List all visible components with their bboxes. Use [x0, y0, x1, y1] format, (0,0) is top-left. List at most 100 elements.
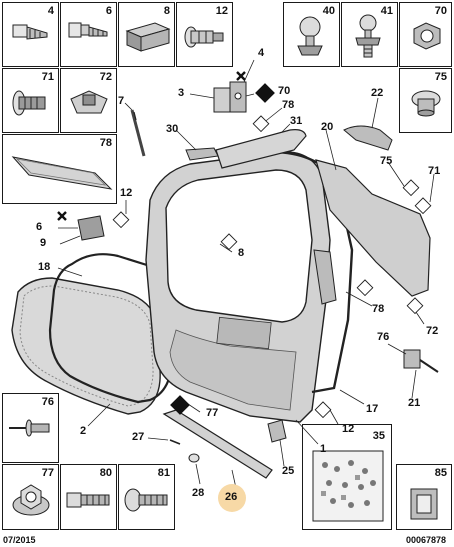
part-number: 76: [41, 396, 54, 408]
black-square-icon: [255, 83, 275, 103]
highlight-26: [218, 484, 246, 512]
callout-31[interactable]: 31: [290, 115, 303, 127]
part-number: 80: [99, 467, 112, 479]
callout-76[interactable]: 76: [377, 331, 390, 343]
callout-71[interactable]: 71: [428, 165, 441, 177]
callout-2[interactable]: 2: [80, 425, 87, 437]
callout-18[interactable]: 18: [38, 261, 51, 273]
part-number: 75: [434, 71, 447, 83]
callout-6[interactable]: 6: [36, 221, 43, 233]
hinge: [213, 81, 247, 113]
callout-9[interactable]: 9: [40, 237, 47, 249]
ball-stud-icon: [297, 16, 323, 56]
part-number: 35: [372, 430, 385, 442]
blind-rivet-icon: [9, 419, 50, 437]
callout-78-right[interactable]: 78: [372, 303, 385, 315]
callout-28[interactable]: 28: [192, 487, 205, 499]
part-box-8[interactable]: 8: [118, 2, 175, 67]
side-trim-panel: [315, 159, 431, 297]
callout-30[interactable]: 30: [166, 123, 179, 135]
bracket: [77, 215, 105, 241]
part-box-4[interactable]: 4: [2, 2, 59, 67]
callout-25[interactable]: 25: [282, 465, 295, 477]
part-number: 72: [99, 71, 112, 83]
black-square-icon: [170, 395, 190, 415]
clip-kit-bag-icon: [312, 450, 384, 522]
screw-icon: [12, 24, 48, 40]
square-pad-icon: [410, 488, 438, 520]
callout-26[interactable]: 26: [225, 491, 238, 503]
part-number: 12: [215, 5, 228, 17]
callout-20[interactable]: 20: [321, 121, 334, 133]
callout-70[interactable]: 70: [278, 85, 291, 97]
part-box-85[interactable]: 85: [396, 464, 452, 530]
part-box-77[interactable]: 77: [2, 464, 59, 530]
ball-stud-icon: [355, 14, 381, 58]
cross-icon: [57, 71, 246, 221]
pad-strip-icon: [11, 156, 113, 190]
part-box-80[interactable]: 80: [60, 464, 117, 530]
callout-4[interactable]: 4: [258, 47, 265, 59]
callout-1[interactable]: 1: [320, 443, 327, 455]
callout-21[interactable]: 21: [408, 397, 421, 409]
part-box-70[interactable]: 70: [399, 2, 452, 67]
callout-22[interactable]: 22: [371, 87, 384, 99]
part-box-71[interactable]: 71: [2, 68, 59, 133]
part-box-78[interactable]: 78: [2, 134, 117, 204]
part-box-40[interactable]: 40: [283, 2, 340, 67]
callout-75[interactable]: 75: [380, 155, 393, 167]
grommet-icon: [411, 90, 441, 117]
part-number: 78: [99, 137, 112, 149]
part-box-35[interactable]: 35: [302, 424, 392, 530]
clip: [188, 453, 200, 463]
part-number: 6: [105, 5, 112, 17]
part-number: 40: [322, 5, 335, 17]
flange-nut-icon: [12, 484, 50, 516]
callout-27[interactable]: 27: [132, 431, 145, 443]
part-box-81[interactable]: 81: [118, 464, 175, 530]
callout-12-top[interactable]: 12: [120, 187, 133, 199]
nut-icon: [413, 22, 441, 50]
part-box-76[interactable]: 76: [2, 393, 59, 463]
part-number: 4: [47, 5, 54, 17]
glass-seal: [48, 253, 174, 404]
part-number: 71: [41, 71, 54, 83]
bolt-icon: [124, 488, 168, 512]
part-number: 70: [434, 5, 447, 17]
clip-fastener-icon: [184, 26, 224, 48]
callout-8[interactable]: 8: [238, 247, 245, 259]
part-box-6[interactable]: 6: [60, 2, 117, 67]
part-number: 41: [380, 5, 393, 17]
part-box-12[interactable]: 12: [176, 2, 233, 67]
callout-78-top[interactable]: 78: [282, 99, 295, 111]
callout-17[interactable]: 17: [366, 403, 379, 415]
callout-72[interactable]: 72: [426, 325, 439, 337]
rear-glass-panel: [11, 277, 161, 415]
part-number: 81: [157, 467, 170, 479]
latch: [267, 419, 287, 443]
part-number: 85: [434, 467, 447, 479]
foam-pad-icon: [125, 22, 171, 52]
callout-3[interactable]: 3: [178, 87, 185, 99]
part-number: 8: [163, 5, 170, 17]
date-code: 07/2015: [3, 535, 36, 545]
callout-12-bottom[interactable]: 12: [342, 423, 355, 435]
reference-code: 00067878: [406, 535, 447, 545]
part-box-75[interactable]: 75: [399, 68, 452, 133]
lower-moulding-strip: [162, 409, 273, 479]
part-box-72[interactable]: 72: [60, 68, 117, 133]
lock-striker: [403, 349, 439, 373]
gas-strut: [130, 109, 146, 157]
screw-icon: [68, 22, 108, 38]
callout-7[interactable]: 7: [118, 95, 125, 107]
upper-trim-panel: [215, 129, 307, 169]
white-square-markers: [112, 115, 432, 419]
screw: [169, 439, 181, 445]
callout-77[interactable]: 77: [206, 407, 219, 419]
upper-strip: [185, 147, 219, 161]
part-box-41[interactable]: 41: [341, 2, 398, 67]
inner-handle: [343, 125, 393, 151]
push-rivet-icon: [12, 90, 46, 116]
